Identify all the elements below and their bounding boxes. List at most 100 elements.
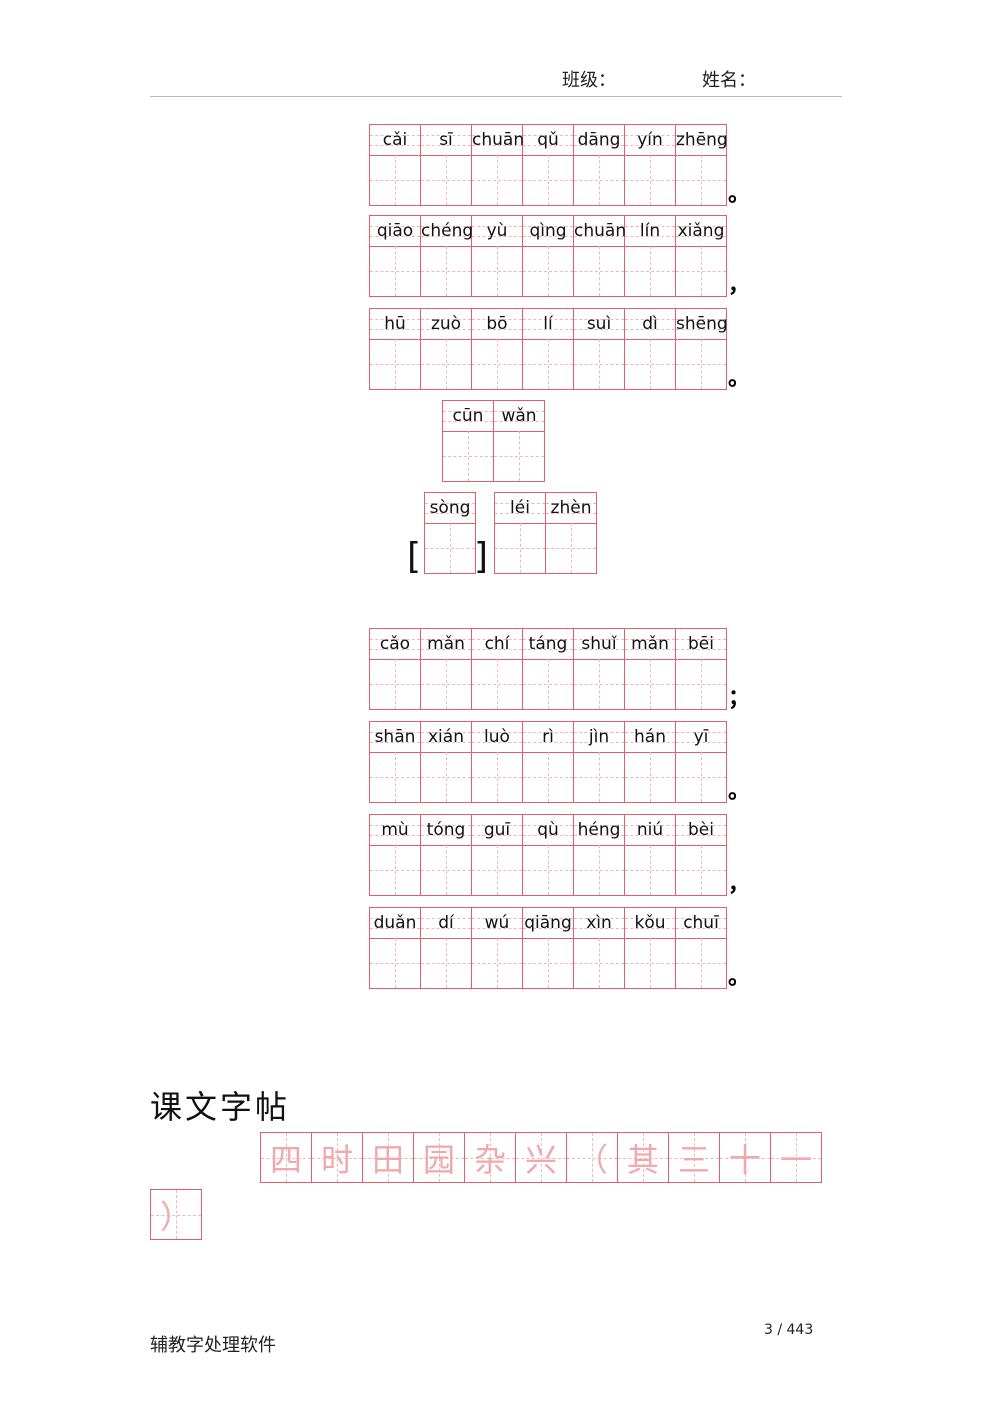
tracing-character: 一	[779, 1140, 812, 1179]
tracing-character: 兴	[524, 1140, 557, 1179]
character-box	[421, 246, 471, 296]
tracing-row: 四时田园杂兴（其三十一	[260, 1132, 822, 1183]
character-box	[676, 155, 726, 205]
pinyin-text: dāng	[577, 130, 621, 150]
character-box	[472, 246, 522, 296]
tracing-cell: 三	[669, 1132, 720, 1183]
pinyin-text: qǔ	[537, 130, 559, 150]
pinyin-text: chuān	[574, 221, 627, 241]
header-divider	[150, 96, 842, 97]
writing-cell: sòng	[425, 492, 476, 574]
tracing-character: 其	[626, 1140, 659, 1179]
character-box	[370, 339, 420, 389]
writing-cell: yī	[676, 721, 727, 803]
character-box	[370, 246, 420, 296]
character-box	[546, 523, 596, 573]
writing-cell: qǔ	[523, 124, 574, 206]
character-box	[495, 523, 545, 573]
pinyin-text: xián	[428, 727, 464, 747]
writing-cell: qiāng	[523, 907, 574, 989]
character-box	[523, 246, 573, 296]
writing-cell: dì	[625, 308, 676, 390]
pinyin-text: mǎn	[631, 634, 669, 654]
class-label: 班级：	[562, 70, 616, 91]
character-box	[625, 659, 675, 709]
pinyin-text: luò	[484, 727, 510, 747]
writing-cell: rì	[523, 721, 574, 803]
character-box	[625, 845, 675, 895]
character-box	[472, 339, 522, 389]
writing-cell: cǎo	[370, 628, 421, 710]
writing-cell: chí	[472, 628, 523, 710]
writing-cell: xián	[421, 721, 472, 803]
character-box	[370, 659, 420, 709]
writing-cell: bēi	[676, 628, 727, 710]
character-box	[625, 938, 675, 988]
character-box	[370, 845, 420, 895]
character-box	[676, 845, 726, 895]
writing-cell: wú	[472, 907, 523, 989]
writing-cell: wǎn	[494, 400, 545, 482]
pinyin-text: lí	[543, 314, 553, 334]
pinyin-text: dí	[438, 913, 454, 933]
pinyin-text: héng	[577, 820, 621, 840]
character-box	[574, 845, 624, 895]
character-box	[370, 938, 420, 988]
writing-cell: sī	[421, 124, 472, 206]
tracing-cell: 其	[618, 1132, 669, 1183]
pinyin-text: qìng	[529, 221, 567, 241]
pinyin-text: chuī	[683, 913, 719, 933]
writing-cell: qìng	[523, 215, 574, 297]
pinyin-text: qiāng	[524, 913, 572, 933]
pinyin-text: zuò	[430, 314, 462, 334]
pinyin-text: suì	[586, 314, 612, 334]
writing-cell: guī	[472, 814, 523, 896]
writing-cell: bō	[472, 308, 523, 390]
pinyin-text: wǎn	[501, 406, 537, 426]
pinyin-text: bō	[486, 314, 508, 334]
writing-cell: léi	[495, 492, 546, 574]
character-box	[676, 659, 726, 709]
character-box	[421, 845, 471, 895]
character-box	[421, 938, 471, 988]
writing-cell: suì	[574, 308, 625, 390]
pinyin-text: cūn	[452, 406, 484, 426]
pinyin-text: zhèn	[550, 498, 592, 518]
character-box	[523, 155, 573, 205]
section-title: 课文字帖	[150, 1088, 291, 1126]
character-box	[370, 752, 420, 802]
tracing-cell: 一	[771, 1132, 822, 1183]
character-box	[523, 845, 573, 895]
character-box	[676, 246, 726, 296]
writing-cell: niú	[625, 814, 676, 896]
character-box	[370, 155, 420, 205]
writing-cell: luò	[472, 721, 523, 803]
tracing-cell: 时	[312, 1132, 363, 1183]
pinyin-text: lín	[639, 221, 661, 241]
writing-cell: chuān	[574, 215, 627, 297]
tracing-character: 杂	[473, 1140, 506, 1179]
pinyin-text: bēi	[688, 634, 714, 654]
writing-cell: yín	[625, 124, 676, 206]
character-box	[421, 155, 471, 205]
pinyin-text: tóng	[426, 820, 466, 840]
pinyin-text: wú	[484, 913, 510, 933]
character-box	[443, 431, 493, 481]
writing-cell: mǎn	[421, 628, 472, 710]
character-box	[472, 752, 522, 802]
tracing-character: （	[575, 1140, 608, 1179]
punctuation-mark: ，	[728, 272, 751, 298]
pinyin-text: chuān	[472, 130, 525, 150]
pinyin-text: zhēng	[676, 130, 728, 150]
character-box	[472, 938, 522, 988]
tracing-character: 田	[371, 1140, 404, 1179]
pinyin-text: cǎi	[382, 130, 408, 150]
tracing-character: ）	[159, 1197, 192, 1236]
